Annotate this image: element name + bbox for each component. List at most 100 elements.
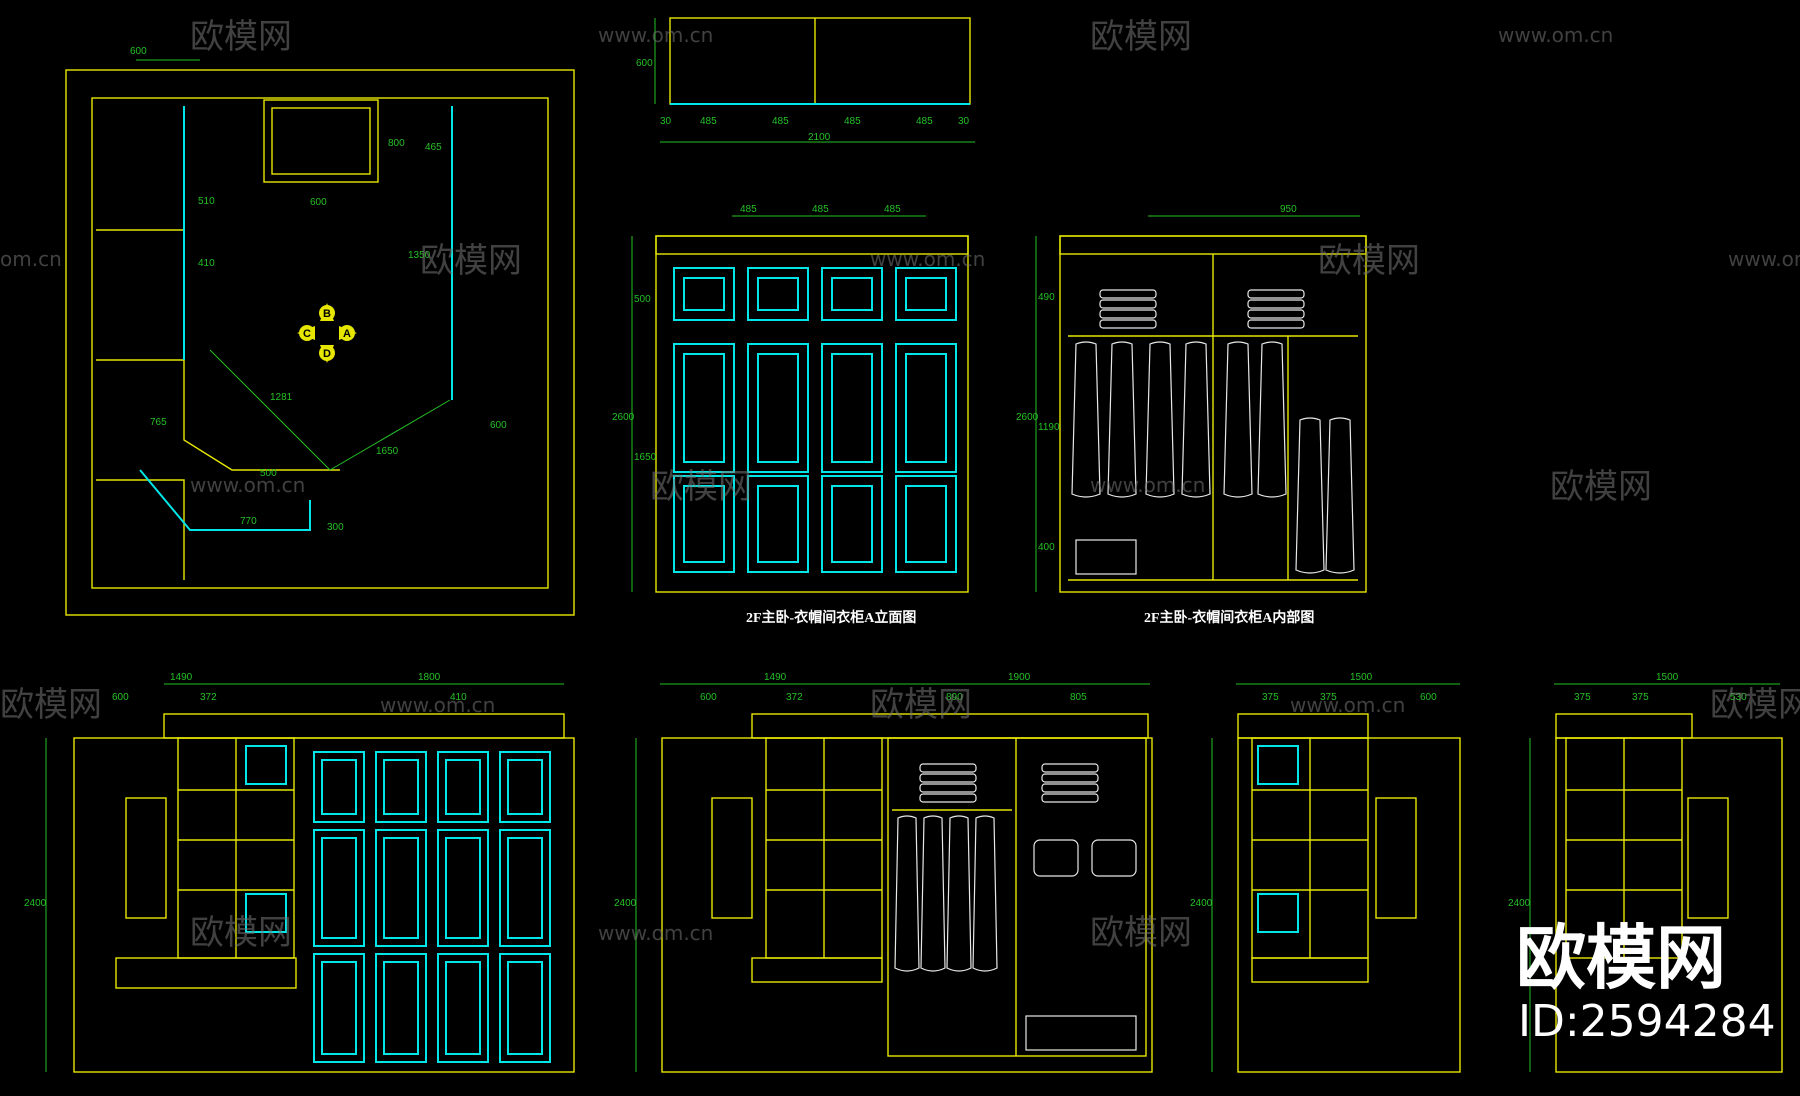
- b3-cornice: [1237, 713, 1369, 739]
- elev-a-upper-panel: [757, 277, 799, 311]
- int-a-garment-set: [1071, 289, 1355, 575]
- watermark-logo-partial: 欧模网: [0, 685, 102, 725]
- elev-a-mid-door: [895, 343, 957, 473]
- int-a-hanging-garment: [1295, 417, 1325, 574]
- dim-elev-a-height: 2600: [612, 412, 635, 423]
- b1-mid-door: [313, 829, 365, 947]
- b1-upper-door: [313, 751, 365, 823]
- b1-medallion-top: [245, 745, 287, 785]
- plan-diagonal-dim: [209, 349, 331, 471]
- b1-upper-panel: [445, 759, 481, 815]
- dim-int-a-total: 950: [1280, 204, 1297, 215]
- b3-mirror: [1375, 797, 1417, 919]
- compass-south-label: D: [323, 348, 331, 360]
- watermark-url: www.om.cn: [598, 23, 713, 47]
- b1-mid-door: [499, 829, 551, 947]
- plan-diagonal-wall: [183, 360, 340, 471]
- dim-plan-seg-d: 465: [425, 142, 442, 153]
- brand-badge: 欧模网 ID:2594284: [1516, 917, 1776, 1047]
- dim-top-seg-4: 485: [916, 116, 933, 127]
- elev-a-low-door: [821, 475, 883, 573]
- dim-plan-closet: 600: [310, 197, 327, 208]
- elev-a-upper-door: [747, 267, 809, 321]
- plan-bench-edge: [139, 469, 311, 531]
- dim-plan-seg-b: 410: [198, 258, 215, 269]
- b2-hanging-garment: [920, 815, 946, 972]
- int-a-hanging-garment: [1145, 341, 1175, 498]
- elev-a-mid-panel: [683, 353, 725, 463]
- b2-storage-box: [1025, 1015, 1137, 1051]
- b1-low-door: [499, 953, 551, 1063]
- compass-west-label: C: [303, 328, 311, 340]
- dim-b2-c: 890: [946, 692, 963, 703]
- dim-b1-seg: 372: [200, 692, 217, 703]
- b3-medallion-top: [1257, 745, 1299, 785]
- watermark-url: www.om.cn: [190, 473, 305, 497]
- b1-medallion-bottom: [245, 893, 287, 933]
- watermark-url: www.om.cn: [380, 693, 495, 717]
- int-a-storage-box: [1075, 539, 1137, 575]
- watermark-logo: 欧模网: [190, 17, 292, 57]
- b1-low-panel: [445, 961, 481, 1055]
- b2-handbag: [1091, 839, 1137, 877]
- int-a-folded-clothes: [1099, 299, 1157, 309]
- elev-a-door-set: [673, 267, 957, 573]
- b2-hanging-garment: [946, 815, 972, 972]
- plan-window-inner: [271, 107, 371, 175]
- dim-elev-a-col-1: 485: [740, 204, 757, 215]
- watermark-url: www.om.cn: [1090, 473, 1205, 497]
- b2-garment-set: [894, 763, 1137, 1051]
- elevation-bottom-2: 1490 1900 2400 600 372 890 805: [614, 672, 1153, 1073]
- b1-upper-door: [437, 751, 489, 823]
- dim-plan-bottom-diag: 1650: [376, 446, 399, 457]
- brand-logo-text: 欧模网: [1516, 917, 1726, 999]
- elevation-bottom-4: 1500 375 375 530 2400: [1508, 672, 1783, 1073]
- watermark-logo: 欧模网: [190, 913, 292, 953]
- b2-mirror: [711, 797, 753, 919]
- dim-plan-seg-a: 510: [198, 196, 215, 207]
- elev-a-mid-door: [673, 343, 735, 473]
- b1-mid-door: [437, 829, 489, 947]
- dim-plan-765: 765: [150, 417, 167, 428]
- dim-top-seg-1: 485: [700, 116, 717, 127]
- b1-low-door: [375, 953, 427, 1063]
- dim-b4-seg-2: 375: [1632, 692, 1649, 703]
- watermark-logo: 欧模网: [650, 467, 752, 507]
- elev-a-low-door: [895, 475, 957, 573]
- int-a-hanging-garment: [1071, 341, 1101, 498]
- dim-b1-right: 1800: [418, 672, 441, 683]
- b2-folded-clothes: [919, 783, 977, 793]
- watermark-layer: 欧模网 欧模网 欧模网 欧模网 欧模网 欧模网 欧模网 欧模网 欧模网 欧模网 …: [0, 17, 1800, 953]
- b2-outline: [661, 737, 1153, 1073]
- dim-top-end-left: 30: [660, 116, 672, 127]
- dim-plan-top: 600: [130, 46, 147, 57]
- compass-north-label: B: [323, 308, 331, 320]
- dim-b3-height: 2400: [1190, 898, 1213, 909]
- b2-handbag: [1033, 839, 1079, 877]
- dim-int-a-hang: 1190: [1038, 422, 1060, 433]
- dim-plan-right: 600: [490, 420, 507, 431]
- b1-drawers: [115, 957, 297, 989]
- dim-b3-total: 1500: [1350, 672, 1373, 683]
- b2-hanging-section: [887, 737, 1147, 1057]
- b2-folded-clothes: [1041, 763, 1099, 773]
- plan-diagonal-dim-2: [329, 399, 451, 471]
- b1-low-door: [437, 953, 489, 1063]
- int-a-folded-clothes: [1247, 299, 1305, 309]
- elev-a-upper-door: [821, 267, 883, 321]
- watermark-url-partial: om.cn: [0, 247, 62, 271]
- dim-int-a-height: 2600: [1016, 412, 1039, 423]
- dim-b4-seg-1: 375: [1574, 692, 1591, 703]
- dim-int-a-low: 400: [1038, 542, 1055, 553]
- b1-mid-panel: [383, 837, 419, 939]
- dim-b2-a: 600: [700, 692, 717, 703]
- elev-a-low-panel: [757, 485, 799, 563]
- elev-a-low-door: [673, 475, 735, 573]
- elev-a-mid-panel: [905, 353, 947, 463]
- top-view-outline: [669, 17, 971, 105]
- int-a-hanging-garment: [1107, 341, 1137, 498]
- elev-a-upper-panel: [831, 277, 873, 311]
- b1-upper-panel: [321, 759, 357, 815]
- elev-a-upper-panel: [683, 277, 725, 311]
- compass: B D C A: [297, 303, 357, 363]
